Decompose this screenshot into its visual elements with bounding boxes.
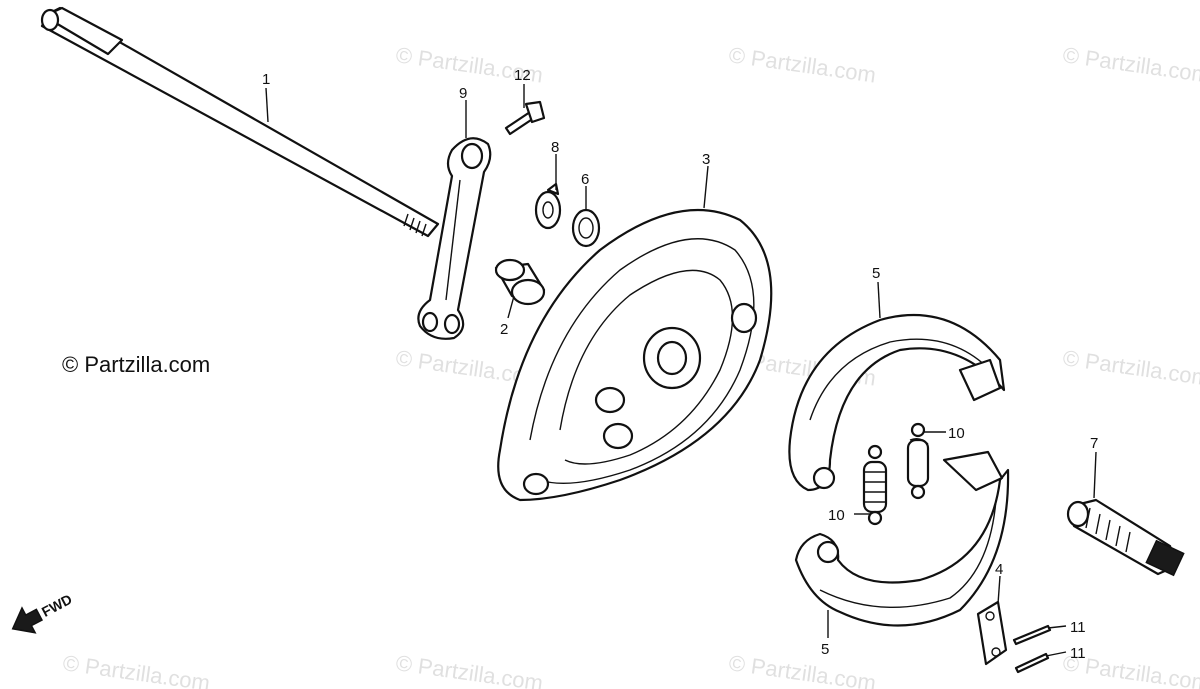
brake-panel-part[interactable] [497,208,773,502]
brake-cam-part[interactable] [1066,498,1185,577]
callout-arm[interactable]: 9 [459,85,467,102]
bolt-part[interactable] [504,100,546,136]
callout-plate[interactable]: 4 [995,561,1003,578]
callout-bolt[interactable]: 12 [514,67,531,84]
copyright-text: © Partzilla.com [62,352,210,377]
pin-upper-part[interactable] [1012,624,1052,646]
callout-labels: 1 9 12 8 6 2 3 5 10 10 7 4 5 11 11 [262,67,1098,662]
brake-arm-part[interactable] [417,137,492,340]
collar-part[interactable] [494,258,546,306]
callout-cam[interactable]: 7 [1090,435,1098,452]
callout-brake-panel[interactable]: 3 [702,151,710,168]
washer-part[interactable] [534,182,562,230]
plate-part[interactable] [976,600,1008,666]
callout-shoe-upper[interactable]: 5 [872,265,880,282]
dust-seal-part[interactable] [571,208,601,248]
watermark: © Partzilla.com [1061,42,1200,87]
watermark: © Partzilla.com [727,42,877,87]
brake-shoe-lower-part[interactable] [794,450,1010,627]
callout-dust-seal[interactable]: 6 [581,171,589,188]
callout-washer[interactable]: 8 [551,139,559,156]
fwd-label: FWD [39,591,75,620]
leader-lines [265,84,1097,657]
callout-spring-upper[interactable]: 10 [948,425,965,442]
callout-axle[interactable]: 1 [262,71,270,88]
callout-pin-lower[interactable]: 11 [1070,645,1086,662]
callout-spring-lower[interactable]: 10 [828,507,845,524]
watermark: © Partzilla.com [727,650,877,689]
brake-shoe-upper-part[interactable] [788,313,1006,492]
callout-shoe-lower[interactable]: 5 [821,641,829,658]
watermark: © Partzilla.com [394,650,544,689]
pin-lower-part[interactable] [1014,652,1050,674]
fwd-arrow: FWD [11,591,75,634]
fwd-arrow-icon [11,606,44,634]
watermark: © Partzilla.com [1061,345,1200,390]
axle-part[interactable] [40,6,440,238]
watermark: © Partzilla.com [61,650,211,689]
spring-upper-part[interactable] [906,422,930,500]
callout-pin-upper[interactable]: 11 [1070,619,1086,636]
callout-collar[interactable]: 2 [500,321,508,338]
spring-lower-part[interactable] [862,444,888,526]
